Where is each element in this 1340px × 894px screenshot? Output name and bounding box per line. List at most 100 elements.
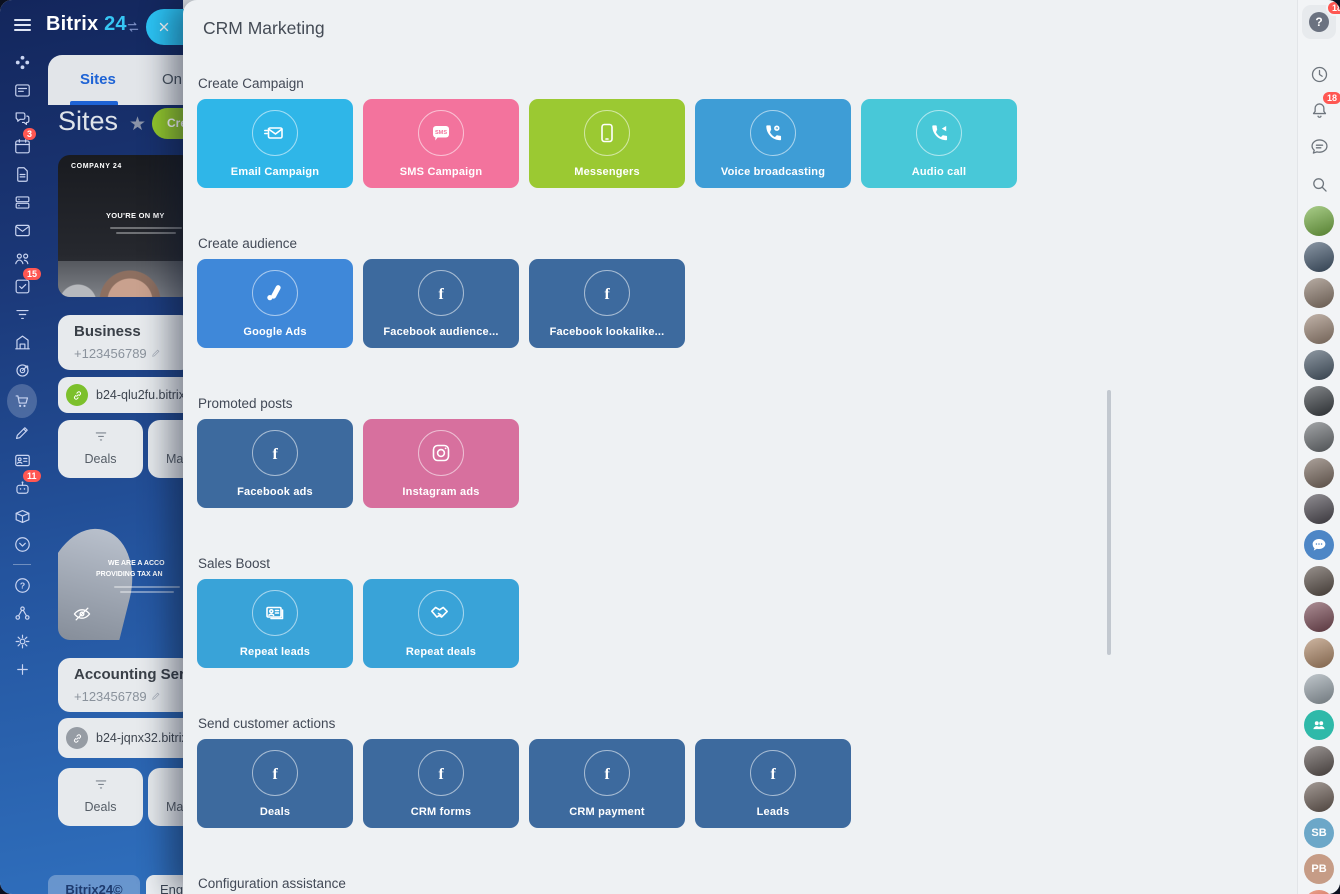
- card-audio-call[interactable]: Audio call: [861, 99, 1017, 188]
- avatar-photo[interactable]: [1304, 350, 1334, 380]
- card-email-campaign[interactable]: Email Campaign: [197, 99, 353, 188]
- sidebar-item-drive[interactable]: [5, 188, 39, 216]
- sidebar-item-calendar[interactable]: 3: [5, 128, 39, 160]
- site-url-row[interactable]: b24-jqnx32.bitrix2: [58, 718, 195, 758]
- avatar-photo[interactable]: [1304, 746, 1334, 776]
- site-deals-button[interactable]: Deals: [58, 420, 143, 478]
- avatar-photo[interactable]: [1304, 890, 1334, 894]
- card-icon-circle: f: [418, 270, 464, 316]
- facebook-icon: f: [273, 766, 279, 783]
- site-phone[interactable]: +123456789: [74, 346, 161, 361]
- sidebar-item-crm[interactable]: [5, 300, 39, 328]
- footer-brand-button[interactable]: Bitrix24©: [48, 875, 140, 894]
- avatar-photo[interactable]: [1304, 458, 1334, 488]
- sidebar-item-mail[interactable]: [5, 216, 39, 244]
- avatar-photo[interactable]: [1304, 422, 1334, 452]
- avatar-photo[interactable]: [1304, 494, 1334, 524]
- site-phone[interactable]: +123456789: [74, 689, 161, 704]
- site-preview-business[interactable]: COMPANY 24 YOU'RE ON MY: [58, 155, 193, 297]
- avatar-chat-icon[interactable]: [1304, 530, 1334, 560]
- card-instagram-ads[interactable]: Instagram ads: [363, 419, 519, 508]
- avatar-photo[interactable]: [1304, 386, 1334, 416]
- avatar-photo[interactable]: [1304, 278, 1334, 308]
- sidebar-item-help[interactable]: ?: [5, 571, 39, 599]
- card-repeat-leads[interactable]: Repeat leads: [197, 579, 353, 668]
- edit-pencil-icon[interactable]: [151, 348, 161, 358]
- site-deals-button[interactable]: Deals: [58, 768, 143, 826]
- site-preview-accounting[interactable]: WE ARE A ACCO PROVIDING TAX AN: [58, 500, 193, 640]
- help-button[interactable]: ? 18: [1302, 0, 1340, 39]
- card-repeat-deals[interactable]: Repeat deals: [363, 579, 519, 668]
- sidebar-item-more[interactable]: [5, 530, 39, 558]
- sidebar-item-knowledge-base[interactable]: [5, 502, 39, 530]
- avatar-photo[interactable]: [1304, 566, 1334, 596]
- avatar-photo[interactable]: [1304, 638, 1334, 668]
- panel-scrollbar[interactable]: [1107, 390, 1111, 655]
- sidebar-item-workgroups[interactable]: [5, 244, 39, 272]
- bubble-dots-icon: [1312, 539, 1326, 551]
- search-button[interactable]: [1303, 168, 1335, 200]
- card-icon-circle: f: [584, 270, 630, 316]
- history-button[interactable]: [1303, 58, 1335, 90]
- site-info-card[interactable]: Accounting Services +123456789: [58, 658, 222, 712]
- avatar-photo[interactable]: [1304, 314, 1334, 344]
- workspace-switch-icon[interactable]: [125, 20, 141, 34]
- sidebar-item-settings[interactable]: [5, 627, 39, 655]
- sidebar-item-documents[interactable]: [5, 160, 39, 188]
- sidebar-item-contact-center[interactable]: [5, 446, 39, 474]
- sidebar-item-marketing[interactable]: [5, 356, 39, 384]
- card-icon-circle: f: [252, 750, 298, 796]
- avatar-initials-sb[interactable]: SB: [1304, 818, 1334, 848]
- sidebar-item-tasks[interactable]: 15: [5, 268, 42, 300]
- avatar-photo[interactable]: [1304, 602, 1334, 632]
- sidebar-item-company[interactable]: [5, 328, 39, 356]
- site-info-card[interactable]: Business +123456789: [58, 315, 193, 370]
- chat-lines-icon: [1310, 138, 1328, 154]
- tab-sites[interactable]: Sites: [80, 71, 116, 88]
- card-icon-circle: SMS: [418, 110, 464, 156]
- card-google-ads[interactable]: Google Ads: [197, 259, 353, 348]
- site-url-row[interactable]: b24-qlu2fu.bitrix2: [58, 377, 193, 413]
- avatar-photo[interactable]: [1304, 674, 1334, 704]
- sidebar-item-structure[interactable]: [5, 599, 39, 627]
- avatar-photo[interactable]: [1304, 206, 1334, 236]
- card-messengers[interactable]: Messengers: [529, 99, 685, 188]
- pen-icon: [15, 426, 28, 439]
- notifications-badge: 18: [1321, 90, 1340, 106]
- sidebar-item-news[interactable]: [5, 76, 39, 104]
- chat-button[interactable]: [1303, 130, 1335, 162]
- card-label: Voice broadcasting: [720, 166, 826, 178]
- googleads-icon: [267, 285, 281, 301]
- avatar-initials-pb[interactable]: PB: [1304, 854, 1334, 884]
- sidebar-item-copilot[interactable]: 11: [5, 470, 41, 502]
- sidebar-item-sign[interactable]: [5, 418, 39, 446]
- chevron-circle-icon: [14, 536, 30, 552]
- site-url[interactable]: b24-qlu2fu.bitrix2: [96, 388, 192, 402]
- active-tab-underline: [70, 101, 118, 105]
- sidebar-item-sites-store[interactable]: [5, 384, 39, 418]
- avatar-photo[interactable]: [1304, 242, 1334, 272]
- sidebar-item-add[interactable]: [5, 655, 39, 683]
- sidebar-item-messenger[interactable]: [5, 104, 39, 132]
- tasks-icon: [15, 279, 29, 293]
- avatar-photo[interactable]: [1304, 782, 1334, 812]
- notifications-button[interactable]: 18: [1303, 90, 1340, 126]
- site-url[interactable]: b24-jqnx32.bitrix2: [96, 731, 195, 745]
- favorite-star-icon[interactable]: ★: [129, 114, 147, 135]
- app-logo[interactable]: Bitrix 24: [46, 13, 127, 35]
- sidebar-item-feed[interactable]: [5, 48, 39, 76]
- card-icon-circle: [252, 270, 298, 316]
- edit-pencil-icon[interactable]: [151, 691, 161, 701]
- menu-hamburger-icon[interactable]: [14, 19, 31, 31]
- avatar-group-icon[interactable]: [1304, 710, 1334, 740]
